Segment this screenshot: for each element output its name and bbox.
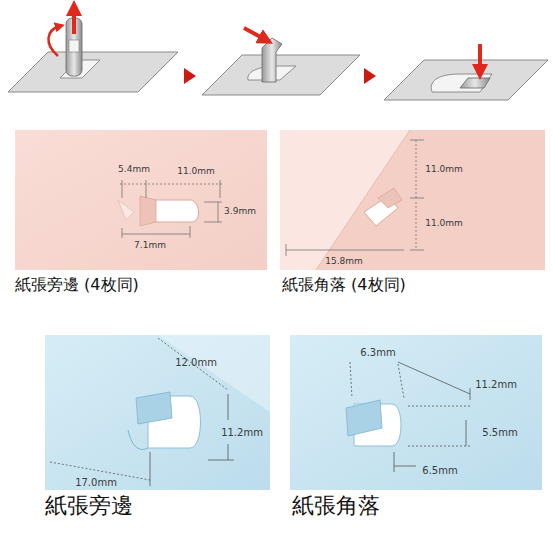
dimension-label: 11.0mm: [424, 219, 464, 229]
step-arrow: [184, 68, 196, 84]
step-arrow: [364, 68, 376, 84]
step-two: [202, 28, 360, 95]
caption-label: 紙張旁邊 (4枚同): [15, 276, 139, 294]
dimension-label: 12.0mm: [174, 357, 218, 368]
step-three: [384, 44, 548, 100]
dimension-label: 6.5mm: [421, 465, 458, 476]
dimension-label: 7.1mm: [133, 241, 167, 251]
dimension-label: 11.0mm: [424, 165, 464, 175]
dimension-label: 11.2mm: [220, 427, 264, 438]
dimension-label: 5.5mm: [481, 427, 518, 438]
blue-side-photo: [45, 335, 270, 490]
dimension-label: 6.3mm: [359, 347, 396, 358]
caption-label: 紙張旁邊: [45, 494, 133, 518]
caption-label: 紙張角落 (4枚同): [282, 276, 406, 294]
pink-corner-photo: [280, 130, 545, 270]
dimension-label: 3.9mm: [223, 207, 257, 217]
step-one: [8, 8, 178, 92]
caption-label: 紙張角落: [292, 494, 380, 518]
dimension-label: 5.4mm: [117, 165, 151, 175]
blue-corner-photo: [290, 335, 542, 490]
dimension-label: 17.0mm: [74, 477, 118, 488]
dimension-label: 15.8mm: [324, 257, 364, 267]
dimension-label: 11.0mm: [176, 167, 216, 177]
dimension-label: 11.2mm: [474, 379, 518, 390]
pink-side-photo: [15, 130, 267, 270]
